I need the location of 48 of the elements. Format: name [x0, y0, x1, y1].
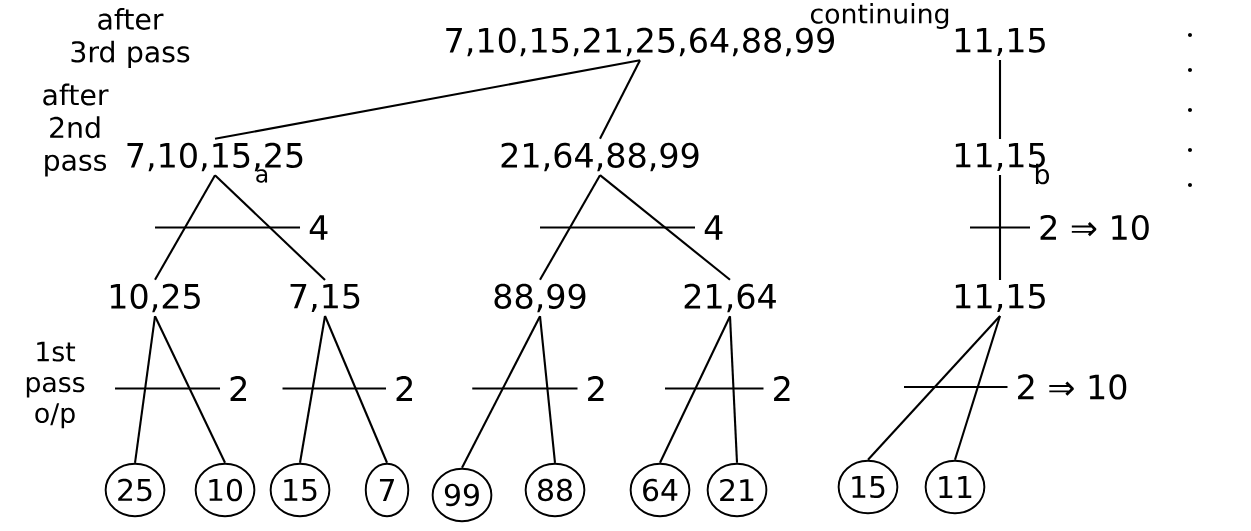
count-label: 4 — [309, 215, 328, 240]
count-label: 2 — [396, 376, 412, 401]
tree-line — [538, 316, 557, 463]
tree-line — [324, 315, 388, 464]
circled-number: 21 — [706, 462, 768, 518]
number-list: 11,15 — [955, 283, 1045, 313]
tree-line — [954, 315, 1001, 461]
number-list: 10,25 — [110, 283, 200, 313]
circled-number: 15 — [269, 462, 331, 518]
circled-number: 88 — [524, 462, 586, 518]
tree-line — [298, 315, 327, 463]
count-label: 2 ⇒ 10 — [1018, 374, 1127, 400]
circled-number: 7 — [364, 462, 410, 518]
count-label: 4 — [704, 215, 723, 240]
circled-number: 99 — [431, 467, 493, 523]
circled-number: 15 — [837, 459, 899, 515]
circled-number: 25 — [104, 462, 166, 518]
count-label: 2 — [774, 376, 790, 401]
tree-line — [998, 175, 1002, 280]
count-label: 2 — [588, 376, 604, 401]
tree-line — [539, 174, 601, 281]
circled-number: 10 — [194, 462, 256, 518]
tree-line — [599, 59, 641, 140]
count-label: 2 — [230, 376, 246, 401]
number-list: 21,64 — [684, 283, 776, 313]
tree-line — [998, 60, 1002, 140]
side-note: 1st pass o/p — [26, 341, 85, 429]
tree-line — [599, 174, 731, 281]
number-list: 88,99 — [494, 283, 586, 313]
side-note: after 3rd pass — [71, 7, 190, 69]
tree-line — [214, 174, 326, 281]
tree-line — [659, 315, 731, 464]
circled-number: 64 — [629, 462, 691, 518]
side-note: after 2nd pass — [43, 83, 109, 177]
tree-line — [728, 316, 739, 463]
tree-line — [867, 315, 1001, 461]
count-label: 2 ⇒ 10 — [1040, 214, 1149, 241]
tree-line — [461, 315, 541, 469]
tree-line — [154, 174, 216, 281]
circled-number: 11 — [924, 459, 986, 515]
number-list: 7,15 — [290, 283, 360, 313]
number-list: 21,64,88,99 — [501, 142, 699, 172]
number-list: 7,10,15,21,25,64,88,99 — [446, 27, 834, 57]
tree-line — [133, 316, 157, 463]
tree-line — [214, 59, 641, 140]
number-list: 11,15 — [955, 27, 1045, 57]
side-note: continuing — [810, 3, 949, 29]
tree-line — [154, 315, 226, 464]
